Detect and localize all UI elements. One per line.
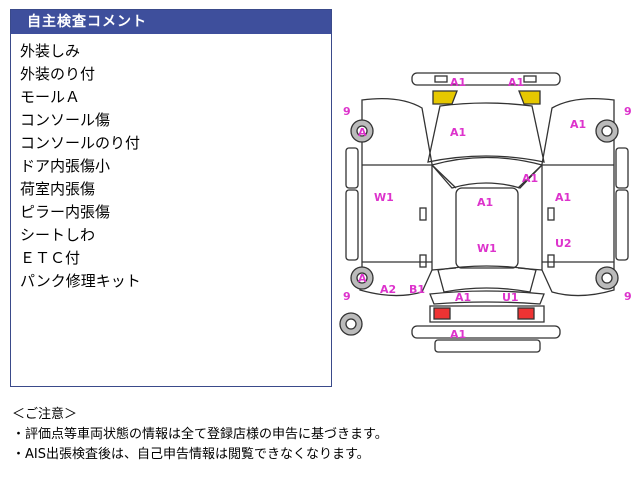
- left-door-handle: [419, 254, 427, 268]
- left-side-line: [362, 164, 432, 263]
- marker-door-right: A1: [555, 191, 571, 204]
- marker-front-fender-left: 9: [343, 105, 351, 118]
- list-item: ドア内張傷小: [20, 157, 111, 175]
- marker-rear-door-right: U2: [555, 237, 572, 250]
- wheel-rear-right: [595, 266, 619, 290]
- marker-roof: A1: [477, 196, 493, 209]
- notes-section: ＜ご注意＞ ・評価点等車両状態の情報は全て登録店様の申告に基づきます。 ・AIS…: [12, 405, 388, 465]
- marker-front-fender-right-edge: 9: [624, 105, 632, 118]
- right-door-handle: [547, 254, 555, 268]
- rear-bumper-shape: [411, 325, 561, 339]
- list-item: ＥＴＣ付: [20, 249, 81, 267]
- car-damage-diagram: A1 A1 A1 9 A A1 9 A1 W1 A1 A1 W1 U2 A 9 …: [339, 72, 632, 353]
- marker-windshield-right: A1: [522, 172, 538, 185]
- list-item: コンソール傷: [20, 111, 111, 129]
- left-door-handle: [419, 207, 427, 221]
- list-item: モールＡ: [20, 88, 81, 106]
- note-line: ・評価点等車両状態の情報は全て登録店様の申告に基づきます。: [12, 427, 388, 442]
- marker-hood: A1: [450, 126, 466, 139]
- right-mirror-shape: [615, 147, 629, 189]
- list-item: 外装のり付: [20, 65, 96, 83]
- pillar-line: [431, 164, 543, 271]
- panel-title: 自主検査コメント: [11, 10, 331, 34]
- left-sill-shape: [345, 189, 359, 261]
- front-bumper-mark: [434, 75, 448, 83]
- marker-front-fender-right: A1: [570, 118, 586, 131]
- marker-trunk-right: U1: [502, 291, 519, 304]
- list-item: コンソールのり付: [20, 134, 141, 152]
- list-item: 荷室内張傷: [20, 180, 96, 198]
- marker-rear-wheel-left: A: [358, 272, 367, 285]
- wheel-rear-left: [350, 266, 374, 290]
- front-bumper-mark: [523, 75, 537, 83]
- right-door-handle: [547, 207, 555, 221]
- trunk-shape: [429, 290, 545, 305]
- marker-rear-quarter-left-2: B1: [409, 283, 425, 296]
- wheel-front-right: [595, 119, 619, 143]
- headlight-left-shape: [432, 90, 458, 105]
- marker-rear-bumper: A1: [450, 328, 466, 341]
- left-mirror-shape: [345, 147, 359, 189]
- comment-list: 外装しみ 外装のり付 モールＡ コンソール傷 コンソールのり付 ドア内張傷小 荷…: [11, 34, 331, 293]
- hood-shape: [427, 102, 545, 163]
- rear-bumper-lower-shape: [434, 339, 541, 353]
- inspection-comment-panel: 自主検査コメント 外装しみ 外装のり付 モールＡ コンソール傷 コンソールのり付…: [10, 9, 332, 387]
- marker-door-left: W1: [374, 191, 394, 204]
- spare-tire: [339, 312, 363, 336]
- marker-front-bumper-left: A1: [450, 76, 466, 89]
- right-sill-shape: [615, 189, 629, 261]
- taillight-left-shape: [433, 307, 451, 320]
- marker-rear-fender-right: 9: [624, 290, 632, 303]
- list-item: パンク修理キット: [20, 272, 141, 290]
- note-line: ・AIS出張検査後は、自己申告情報は閲覧できなくなります。: [12, 447, 370, 462]
- wheel-front-left: [350, 119, 374, 143]
- list-item: ピラー内張傷: [20, 203, 111, 221]
- marker-rear-quarter-left: A2: [380, 283, 396, 296]
- headlight-right-shape: [518, 90, 541, 105]
- list-item: 外装しみ: [20, 42, 81, 60]
- notes-title: ＜ご注意＞: [12, 407, 78, 422]
- marker-rear-fender-left: 9: [343, 290, 351, 303]
- front-bumper-shape: [411, 72, 561, 86]
- marker-trunk-left: A1: [455, 291, 471, 304]
- roof-shape: [455, 187, 519, 269]
- list-item: シートしわ: [20, 226, 96, 244]
- left-side-shape: [359, 97, 433, 297]
- rear-window-shape: [437, 265, 537, 293]
- marker-front-wheel-left: A: [358, 126, 367, 139]
- right-side-line: [542, 164, 614, 263]
- right-side-shape: [541, 98, 615, 297]
- taillight-right-shape: [517, 307, 535, 320]
- marker-rear-window: W1: [477, 242, 497, 255]
- marker-front-bumper-right: A1: [508, 76, 524, 89]
- rear-panel-shape: [429, 305, 545, 323]
